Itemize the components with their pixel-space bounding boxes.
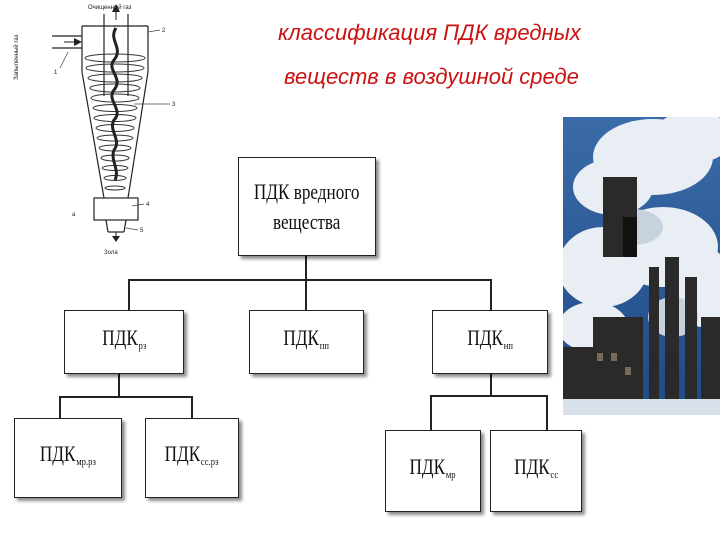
connector-root-down [305, 256, 307, 280]
connector-rz-bus [59, 396, 193, 398]
cyclone-figure-letter: а [72, 212, 76, 218]
cyclone-part-1: 1 [54, 70, 58, 76]
cyclone-drawing: Очищенный газ Запыленный газ Зола 2 3 4 … [13, 4, 176, 256]
box-pdk-mr-rz: ПДКмр.рз [14, 418, 122, 498]
box-mr-rz-sub: мр.рз [76, 456, 96, 468]
connector-level1-bus [128, 279, 492, 281]
cyclone-part-3: 3 [172, 102, 176, 108]
page-title-line-1: классификация ПДК вредных [278, 20, 581, 45]
box-ss-main: ПДК [514, 454, 550, 479]
cyclone-bottom-label: Зола [104, 250, 118, 256]
connector-rz-up [128, 279, 130, 310]
box-pdk-ss-rz: ПДКсс.рз [145, 418, 239, 498]
connector-np-down [490, 374, 492, 396]
box-rz-sub: рз [138, 340, 147, 352]
cyclone-part-2: 2 [162, 28, 166, 34]
box-pdk-rz: ПДКрз [64, 310, 184, 374]
cyclone-top-label: Очищенный газ [88, 4, 132, 11]
factory-smoke-photo [563, 117, 720, 415]
cyclone-part-4: 4 [146, 202, 150, 208]
connector-np-up [490, 279, 492, 310]
box-mr-main: ПДК [409, 454, 446, 479]
box-np-main: ПДК [467, 325, 503, 350]
connector-pp-up [305, 279, 307, 310]
box-np-sub: нп [503, 340, 513, 352]
box-mr-sub: мр [446, 469, 457, 481]
box-pdk-np: ПДКнп [432, 310, 548, 374]
connector-ss-rz-up [191, 396, 193, 418]
connector-rz-down [118, 373, 120, 397]
box-root-line-1: ПДК вредного [254, 178, 360, 204]
box-pdk-mr: ПДКмр [385, 430, 481, 512]
box-ss-sub: сс [550, 469, 558, 481]
box-root-line-2: вещества [273, 208, 341, 234]
connector-mr-rz-up [59, 396, 61, 418]
page-title-line-2: веществ в воздушной среде [284, 64, 579, 89]
connector-np-bus [430, 395, 548, 397]
cyclone-left-label: Запыленный газ [13, 34, 20, 80]
box-pdk-harmful-substance: ПДК вредного вещества [238, 157, 376, 256]
box-pdk-pp: ПДКпп [249, 310, 364, 374]
box-pp-sub: пп [320, 340, 330, 352]
box-pp-main: ПДК [283, 325, 320, 350]
box-pdk-ss: ПДКсс [490, 430, 582, 512]
connector-ss-up [546, 395, 548, 430]
box-rz-main: ПДК [101, 325, 138, 350]
cyclone-part-5: 5 [140, 228, 144, 234]
connector-mr-up [430, 395, 432, 430]
box-mr-rz-main: ПДК [40, 441, 76, 466]
box-ss-rz-sub: сс.рз [201, 456, 219, 468]
box-ss-rz-main: ПДК [165, 441, 201, 466]
